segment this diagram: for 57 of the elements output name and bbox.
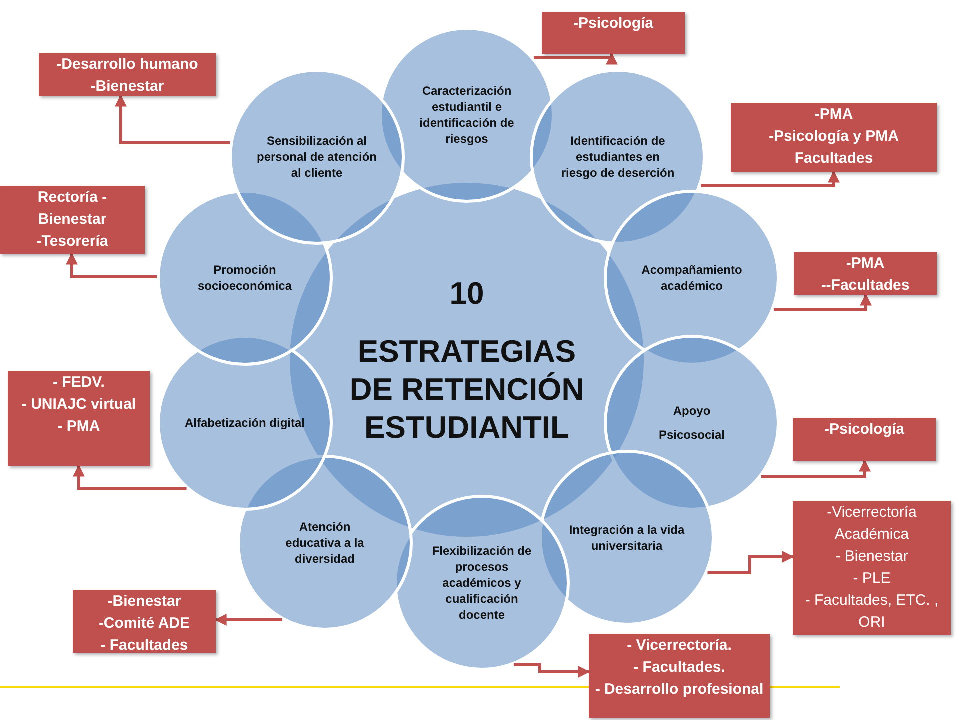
- responsible-box: [794, 252, 937, 295]
- unit-text: - PLE: [853, 569, 891, 589]
- responsible-box: [542, 12, 685, 54]
- connector-arrow: [115, 94, 230, 144]
- strategy-label: Acompañamiento académico: [640, 262, 744, 294]
- responsible-box: [793, 501, 951, 635]
- strategy-label: Promoción socioeconómica: [196, 262, 294, 294]
- strategy-label: Atención educativa a la diversidad: [284, 519, 366, 567]
- unit-text: -Psicología: [824, 420, 905, 440]
- unit-text: -Psicología y PMA: [768, 127, 900, 147]
- unit-text: -Bienestar: [108, 592, 182, 612]
- strategy-label: Psicosocial: [658, 427, 726, 443]
- strategy-label: Flexibilización de procesos académicos y cualificación docente: [431, 543, 533, 623]
- unit-text: - Bienestar: [836, 547, 908, 567]
- unit-text: Facultades: [794, 149, 874, 169]
- number-text: 10: [448, 275, 486, 313]
- unit-text: -PMA: [814, 105, 854, 125]
- unit-text: -PMA: [846, 254, 885, 274]
- connector-arrow: [701, 170, 840, 188]
- strategy-label: Apoyo: [672, 403, 712, 419]
- strategy-label: Identificación de estudiantes en riesgo de deserción: [560, 133, 676, 181]
- responsible-box: [589, 634, 770, 718]
- unit-text: Rectoría - Bienestar: [36, 188, 108, 230]
- unit-text: -Tesorería: [36, 232, 108, 252]
- unit-text: -Bienestar: [90, 77, 164, 97]
- strategy-label: Sensibilización al personal de atención al cliente: [256, 133, 378, 181]
- unit-text: - FEDV.: [53, 373, 105, 393]
- connector-arrow: [708, 551, 794, 574]
- title-text: ESTRATEGIAS DE RETENCIÓN ESTUDIANTIL: [348, 333, 586, 447]
- responsible-box: [731, 103, 937, 172]
- responsible-box: [73, 590, 216, 653]
- responsible-box: [39, 53, 216, 96]
- unit-text: - Facultades, ETC. , ORI: [804, 591, 940, 633]
- unit-text: -Comité ADE: [98, 614, 190, 634]
- connector-arrow: [514, 664, 590, 678]
- unit-text: - Vicerrectoría.: [627, 636, 732, 656]
- unit-text: - PMA: [58, 417, 100, 437]
- responsible-box: [793, 418, 936, 461]
- unit-text: --Facultades: [821, 276, 910, 296]
- strategy-label: Alfabetización digital: [185, 415, 305, 431]
- responsible-box: [8, 371, 150, 466]
- connector-arrow: [534, 52, 618, 65]
- unit-text: -Vicerrectoría Académica: [826, 503, 918, 545]
- connector-arrow: [66, 252, 157, 278]
- responsible-box: [0, 186, 145, 254]
- unit-text: - Facultades.: [634, 658, 726, 678]
- unit-text: -Psicología: [573, 14, 654, 34]
- strategy-label: Caracterización estudiantil e identificación de riesgos: [418, 83, 516, 147]
- connector-arrow: [73, 464, 187, 490]
- unit-text: - Desarrollo profesional: [595, 680, 764, 700]
- strategy-label: Integración a la vida universitaria: [568, 522, 686, 554]
- unit-text: -Desarrollo humano: [56, 55, 198, 75]
- unit-text: - Facultades: [100, 636, 188, 656]
- connector-arrow: [761, 460, 871, 478]
- connector-arrow: [774, 294, 872, 312]
- connector-arrow: [214, 614, 282, 626]
- unit-text: - UNIAJC virtual: [22, 395, 136, 415]
